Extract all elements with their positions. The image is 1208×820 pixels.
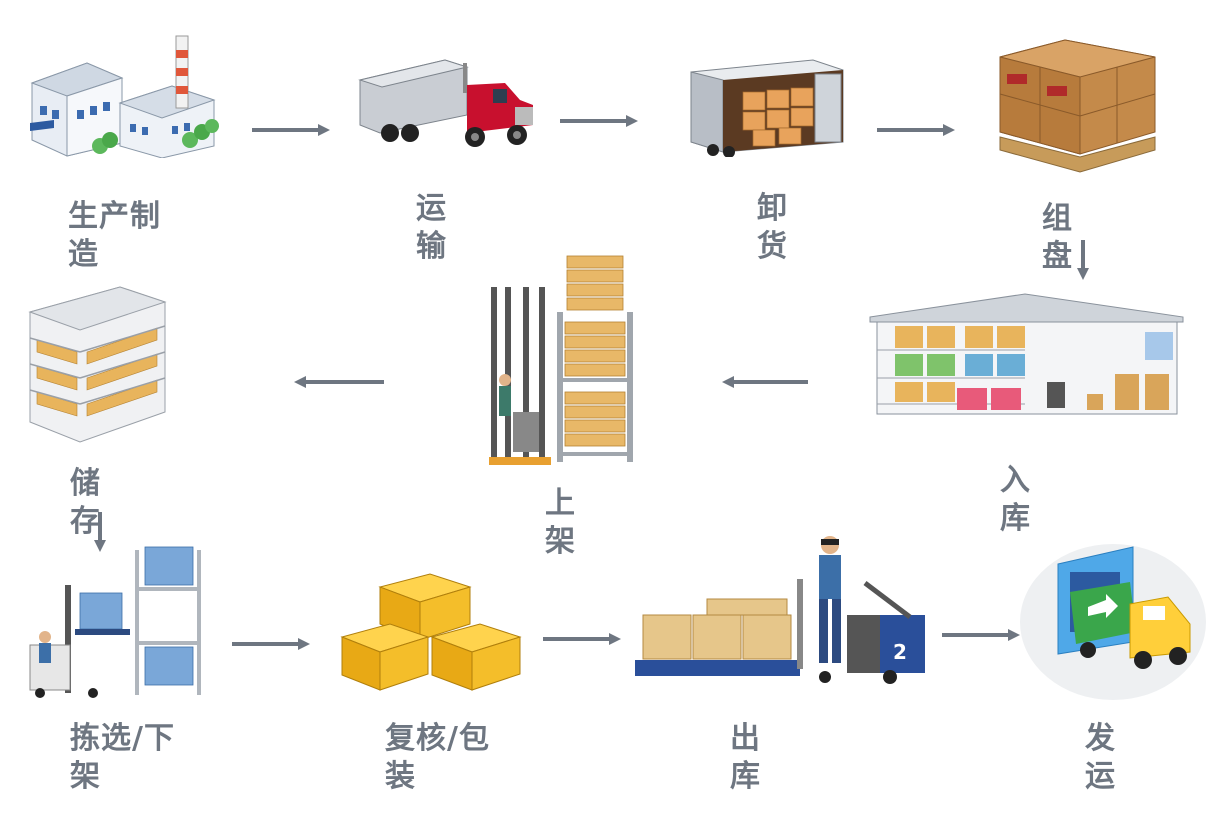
arrow-review-outbound bbox=[543, 633, 621, 645]
label-palletize: 组 盘 bbox=[1042, 201, 1073, 274]
label-manufacture: 生产制 造 bbox=[68, 199, 161, 272]
label-storage: 储 存 bbox=[70, 466, 101, 539]
factory-icon bbox=[30, 35, 219, 158]
arrow-shelve-storage bbox=[294, 376, 384, 388]
svg-text:2: 2 bbox=[893, 640, 907, 664]
arrow-outbound-ship bbox=[942, 629, 1020, 641]
reach-truck-icon bbox=[29, 546, 201, 698]
forklift-rack-icon bbox=[489, 255, 633, 465]
label-transport: 运 输 bbox=[416, 191, 447, 264]
truck-icon bbox=[358, 59, 533, 147]
label-outbound: 出 库 bbox=[730, 721, 761, 794]
label-ship: 发 运 bbox=[1085, 721, 1116, 794]
label-inbound: 入 库 bbox=[1000, 463, 1031, 536]
arrow-transport-unload bbox=[560, 115, 638, 127]
pallet-jack-icon: 2 bbox=[635, 536, 925, 684]
arrow-palletize-inbound bbox=[1077, 240, 1089, 280]
label-unload: 卸 货 bbox=[757, 191, 788, 264]
arrow-pick-review bbox=[232, 638, 310, 650]
arrow-inbound-shelve bbox=[722, 376, 808, 388]
arrow-manufacture-transport bbox=[252, 124, 330, 136]
trailer-icon bbox=[690, 59, 844, 157]
label-pick: 拣选/下 架 bbox=[70, 721, 175, 794]
storage-rack-icon bbox=[28, 286, 167, 443]
pallet-boxes-icon bbox=[999, 39, 1156, 173]
arrow-storage-pick bbox=[94, 512, 106, 552]
label-review: 复核/包 装 bbox=[385, 721, 490, 794]
label-shelve: 上 架 bbox=[545, 486, 576, 559]
warehouse-icon bbox=[869, 293, 1184, 415]
dock-truck-icon bbox=[1020, 544, 1206, 700]
boxes-icon bbox=[340, 573, 522, 691]
arrow-unload-palletize bbox=[877, 124, 955, 136]
